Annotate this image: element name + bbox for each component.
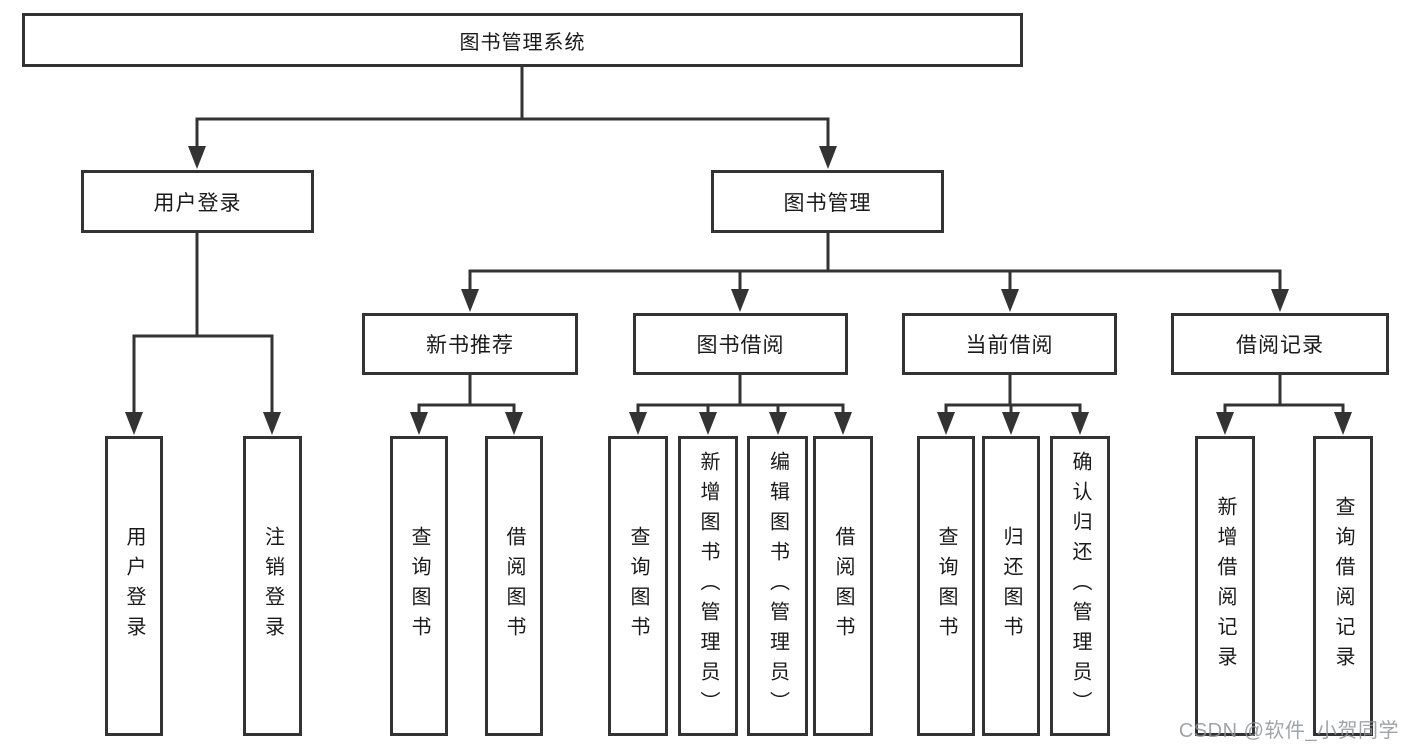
leaf-borrow-books-2: 借阅图书 (813, 436, 873, 736)
node-book-borrow: 图书借阅 (633, 313, 848, 375)
node-user-login: 用户登录 (81, 170, 314, 233)
node-borrow-records: 借阅记录 (1171, 313, 1389, 375)
csdn-watermark: CSDN @软件_小贺同学 (1178, 720, 1399, 742)
node-root-library-system: 图书管理系统 (22, 13, 1023, 67)
leaf-label: 确认归还（管理员） (1069, 451, 1091, 721)
edges-user-login-branch (132, 233, 274, 430)
arrowheads-new-book-recommend (410, 412, 523, 435)
leaf-add-borrow-record: 新增借阅记录 (1195, 436, 1255, 736)
arrowheads-level2 (188, 146, 837, 169)
edges-book-management-branch (468, 233, 1282, 307)
leaf-return-book: 归还图书 (982, 436, 1040, 736)
arrowheads-book-borrow (629, 412, 852, 435)
leaf-label: 归还图书 (1000, 526, 1022, 646)
leaf-borrow-books-recommend: 借阅图书 (485, 436, 543, 736)
leaf-label: 新增借阅记录 (1214, 496, 1236, 676)
edges-new-book-recommend-branch (417, 375, 516, 430)
leaf-label: 查询图书 (408, 526, 430, 646)
arrowheads-user-login-branch (125, 412, 281, 435)
leaf-label: 借阅图书 (832, 526, 854, 646)
leaf-label: 注销登录 (261, 526, 284, 646)
arrowheads-borrow-records (1216, 412, 1352, 435)
leaf-query-books-borrow: 查询图书 (608, 436, 668, 736)
arrowheads-current-borrow (937, 412, 1089, 435)
leaf-label: 新增图书（管理员） (697, 451, 719, 721)
leaf-query-books-current: 查询图书 (917, 436, 975, 736)
node-book-management: 图书管理 (711, 170, 944, 233)
leaf-label: 用户登录 (123, 526, 145, 646)
edges-root-to-level2 (195, 67, 830, 164)
leaf-add-book-admin: 新增图书（管理员） (678, 436, 738, 736)
node-current-borrow: 当前借阅 (902, 313, 1117, 375)
edges-borrow-records-branch (1223, 375, 1345, 430)
leaf-label: 查询图书 (627, 526, 649, 646)
leaf-label: 查询图书 (935, 526, 957, 646)
leaf-label: 借阅图书 (503, 526, 525, 646)
leaf-label: 查询借阅记录 (1332, 496, 1354, 676)
leaf-query-books-recommend: 查询图书 (390, 436, 448, 736)
leaf-query-borrow-record: 查询借阅记录 (1313, 436, 1373, 736)
leaf-edit-book-admin: 编辑图书（管理员） (747, 436, 808, 736)
arrowheads-level3 (461, 289, 1289, 312)
leaf-confirm-return-admin: 确认归还（管理员） (1050, 436, 1110, 736)
edges-book-borrow-branch (636, 375, 845, 430)
leaf-user-login: 用户登录 (105, 436, 163, 736)
leaf-label: 编辑图书（管理员） (766, 451, 789, 721)
edges-current-borrow-branch (944, 375, 1082, 430)
leaf-logout: 注销登录 (243, 436, 302, 736)
node-new-book-recommend: 新书推荐 (362, 313, 578, 375)
